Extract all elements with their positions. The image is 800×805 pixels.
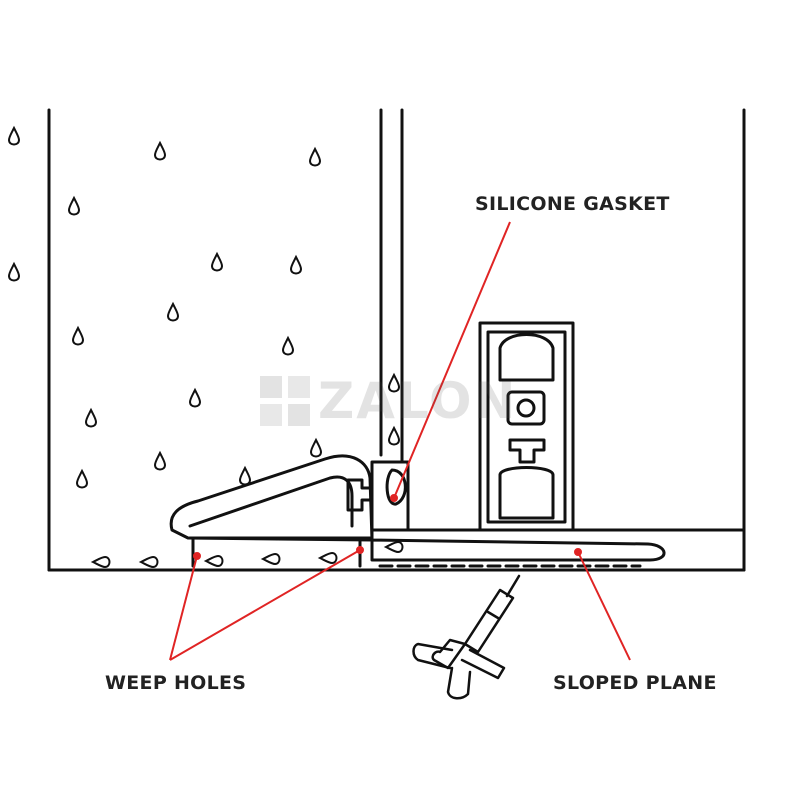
water-drop-icon <box>167 303 179 322</box>
silicone-gasket-label: SILICONE GASKET <box>475 193 670 215</box>
water-drop-icon <box>319 552 338 564</box>
outer-sill-profile <box>169 454 374 542</box>
watermark-text: ZALON <box>318 372 518 430</box>
drop-seal-spring-block <box>506 390 546 426</box>
water-drop-icon <box>189 389 201 408</box>
gasket-housing <box>370 460 410 532</box>
water-drop-icon <box>310 439 322 458</box>
drop-seal-inner-housing <box>486 330 567 524</box>
silicone-gasket-callout-dot <box>390 494 398 502</box>
water-drop-icon <box>388 427 400 446</box>
water-drop-icon <box>239 467 251 486</box>
water-drop-icon <box>211 253 223 272</box>
watermark: ZALON <box>258 372 517 430</box>
threshold-base <box>370 528 666 562</box>
water-drop-icon <box>290 256 302 275</box>
water-drops <box>8 127 404 568</box>
drop-seal-housing <box>478 321 575 532</box>
outer-sill-inner-wall <box>188 475 354 528</box>
sloped-plane-label: SLOPED PLANE <box>553 672 717 694</box>
water-drop-icon <box>385 541 404 553</box>
weep-holes-callout-line-2 <box>169 549 361 661</box>
water-drop-icon <box>76 470 88 489</box>
weep-holes-callout-dot-1 <box>193 552 201 560</box>
drop-seal-rubber <box>498 466 555 520</box>
weep-holes-callout-line-1 <box>169 555 198 661</box>
sloped-plane-callout-dot <box>574 548 582 556</box>
water-drop-icon <box>8 127 20 146</box>
watermark-logo-icon <box>260 376 310 426</box>
water-drop-icon <box>8 263 20 282</box>
water-drop-icon <box>309 148 321 167</box>
drop-seal-roller <box>498 333 555 382</box>
caulking-gun-icon <box>412 574 521 700</box>
silicone-gasket-callout-line <box>393 221 511 499</box>
weep-holes-callout-dot-2 <box>356 546 364 554</box>
water-drop-icon <box>262 553 281 565</box>
water-drop-icon <box>154 452 166 471</box>
water-drop-icon <box>92 556 111 568</box>
drop-seal-pivot <box>516 398 536 418</box>
water-drop-icon <box>140 556 159 568</box>
sloped-plane-callout-line <box>577 551 631 661</box>
water-drop-icon <box>85 409 97 428</box>
water-drop-icon <box>68 197 80 216</box>
weep-holes-label: WEEP HOLES <box>105 672 247 694</box>
water-drop-icon <box>282 337 294 356</box>
drop-seal-t-slot <box>508 438 546 464</box>
water-drop-icon <box>205 555 224 567</box>
water-drop-icon <box>154 142 166 161</box>
water-drop-icon <box>72 327 84 346</box>
